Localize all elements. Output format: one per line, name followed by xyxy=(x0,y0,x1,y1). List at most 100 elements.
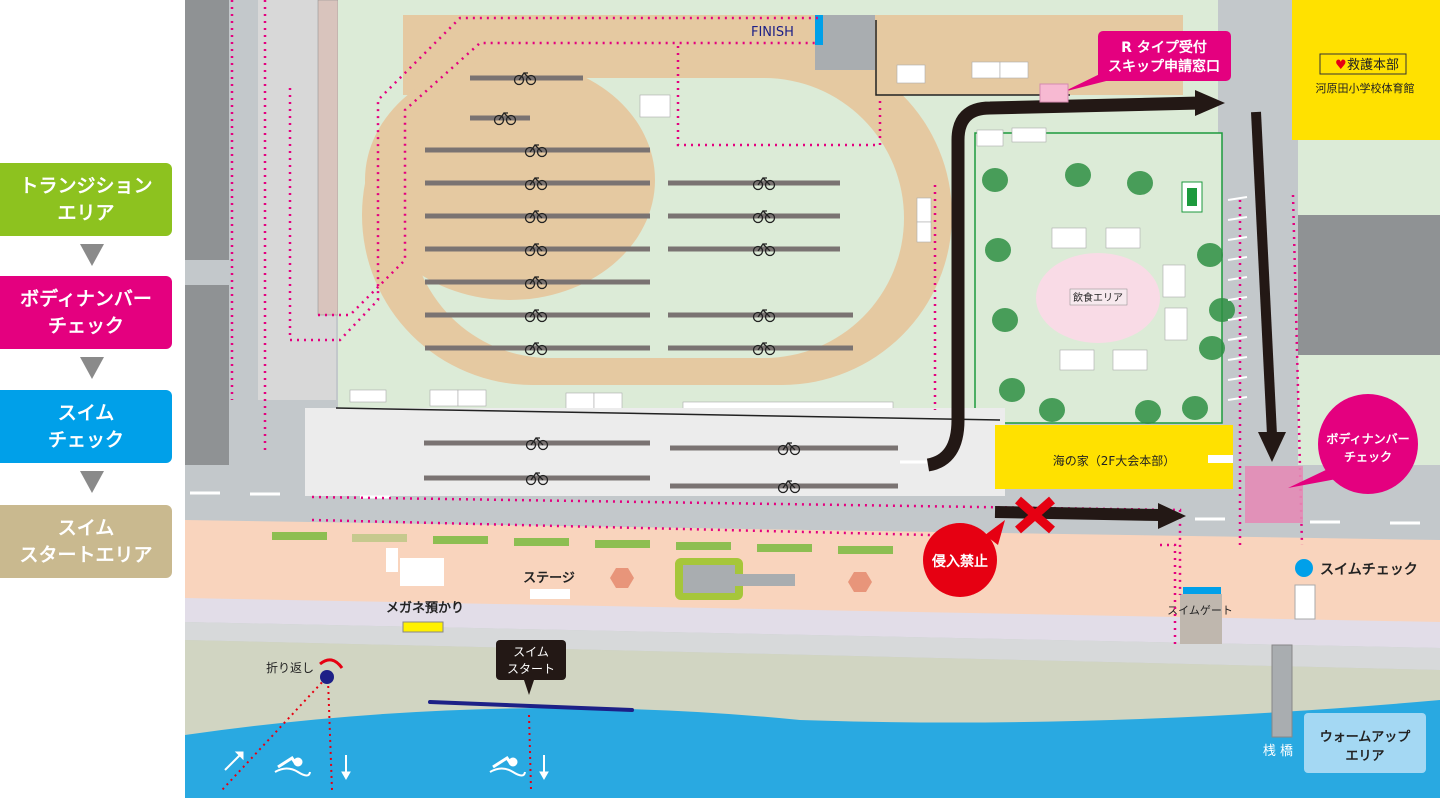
frame xyxy=(529,209,543,219)
tent xyxy=(1105,227,1141,249)
down-arrow-icon xyxy=(80,357,104,379)
umi-no-ie-building xyxy=(995,425,1233,489)
frame xyxy=(757,176,771,186)
run-route-arrow xyxy=(1251,111,1277,436)
frame xyxy=(757,308,771,318)
umi-no-ie-label: 海の家（2F大会本部） xyxy=(1053,453,1176,468)
venue-map: ♥ 救護本部 河原田小学校体育館 FINISH 飲食エリア 海の家（2F大会本部… xyxy=(185,0,1440,798)
warmup-area-label: ウォームアップ xyxy=(1320,730,1412,745)
turn-arrow-icon xyxy=(319,658,344,669)
hedge xyxy=(514,538,569,546)
body-check-label: ボディナンバー xyxy=(1326,431,1409,446)
wheel xyxy=(789,482,801,494)
swimmer-icon xyxy=(274,755,311,777)
hedge xyxy=(595,540,650,548)
tent xyxy=(1059,349,1095,371)
wheel xyxy=(524,311,536,323)
legend-panel: トランジション エリア ボディナンバー チェック スイム チェック スイム スタ… xyxy=(0,0,185,798)
tent xyxy=(896,64,926,84)
wheel xyxy=(525,474,537,486)
no-entry-callout xyxy=(923,523,997,597)
wheel xyxy=(525,439,537,451)
legend-label: ボディナンバー xyxy=(20,287,152,310)
tent xyxy=(429,389,459,407)
swim-gate-bar xyxy=(1183,587,1221,594)
tent xyxy=(976,129,1004,147)
parking-line xyxy=(1227,256,1248,261)
wheel xyxy=(789,444,801,456)
wheel xyxy=(752,179,764,191)
frame xyxy=(498,111,512,121)
wheel xyxy=(752,344,764,356)
bicycle-icon xyxy=(524,308,548,323)
swim-check-dot xyxy=(1295,559,1313,577)
bicycle-icon xyxy=(752,341,776,356)
tree xyxy=(999,378,1025,402)
parking-line xyxy=(1227,276,1248,281)
hedge xyxy=(757,544,812,552)
parking-line xyxy=(1227,196,1248,201)
tent xyxy=(1112,349,1148,371)
arrow-head-icon xyxy=(234,751,244,761)
bicycle-icon xyxy=(525,436,549,451)
turnaround-label: 折り返し xyxy=(266,660,314,675)
tent xyxy=(565,392,595,410)
parking-line xyxy=(1227,396,1248,401)
stage-platform xyxy=(530,589,570,599)
tent xyxy=(1294,584,1316,620)
swim-check-label: スイムチェック xyxy=(1320,562,1418,578)
frame xyxy=(529,341,543,351)
bicycle-icon xyxy=(524,176,548,191)
legend-step-swim-check: スイム チェック xyxy=(0,390,172,463)
swim-start-callout xyxy=(496,640,566,680)
bicycle-icon xyxy=(524,242,548,257)
frame xyxy=(757,209,771,219)
hedge xyxy=(272,532,327,540)
parking-line xyxy=(1227,336,1248,341)
monument-base xyxy=(683,565,735,593)
r-type-callout xyxy=(1098,31,1231,81)
monument-base xyxy=(735,574,795,586)
rescue-hq-label: 救護本部 xyxy=(1347,57,1399,73)
tree xyxy=(1065,163,1091,187)
wheel xyxy=(524,146,536,158)
hedge xyxy=(352,534,407,542)
no-entry-x-icon xyxy=(1015,496,1055,534)
arrow-head-icon xyxy=(1195,90,1225,116)
tree xyxy=(985,238,1011,262)
road-arrow xyxy=(994,506,1161,521)
tree xyxy=(1135,400,1161,424)
wheel xyxy=(505,114,517,126)
wheel xyxy=(536,245,548,257)
finish-gate xyxy=(815,15,823,45)
tree xyxy=(992,308,1018,332)
parking-line xyxy=(1227,376,1248,381)
tent xyxy=(1051,227,1087,249)
frame xyxy=(757,242,771,252)
bicycle-icon xyxy=(777,441,801,456)
swim-start-line xyxy=(428,700,634,712)
bicycle-icon xyxy=(524,341,548,356)
bicycle-icon xyxy=(752,242,776,257)
pier xyxy=(1271,644,1293,738)
tree xyxy=(1197,243,1223,267)
fence-line xyxy=(875,20,1070,96)
swim-course-lines xyxy=(221,677,532,791)
frame xyxy=(518,71,532,81)
legend-label: スイム xyxy=(57,516,115,539)
body-check-zone xyxy=(1245,466,1303,523)
wheel xyxy=(777,444,789,456)
bicycle-icon xyxy=(513,71,537,86)
tree xyxy=(1127,171,1153,195)
wheel xyxy=(524,278,536,290)
building xyxy=(1298,215,1440,355)
wheel xyxy=(752,245,764,257)
tent xyxy=(1162,264,1186,298)
swim-course-line xyxy=(528,714,532,791)
legend-label: トランジション xyxy=(19,174,153,197)
hedge xyxy=(676,542,731,550)
bike-route-arrow xyxy=(926,96,1201,472)
wheel xyxy=(536,344,548,356)
hedge xyxy=(838,546,893,554)
legend-step-swim-start: スイム スタートエリア xyxy=(0,505,172,578)
